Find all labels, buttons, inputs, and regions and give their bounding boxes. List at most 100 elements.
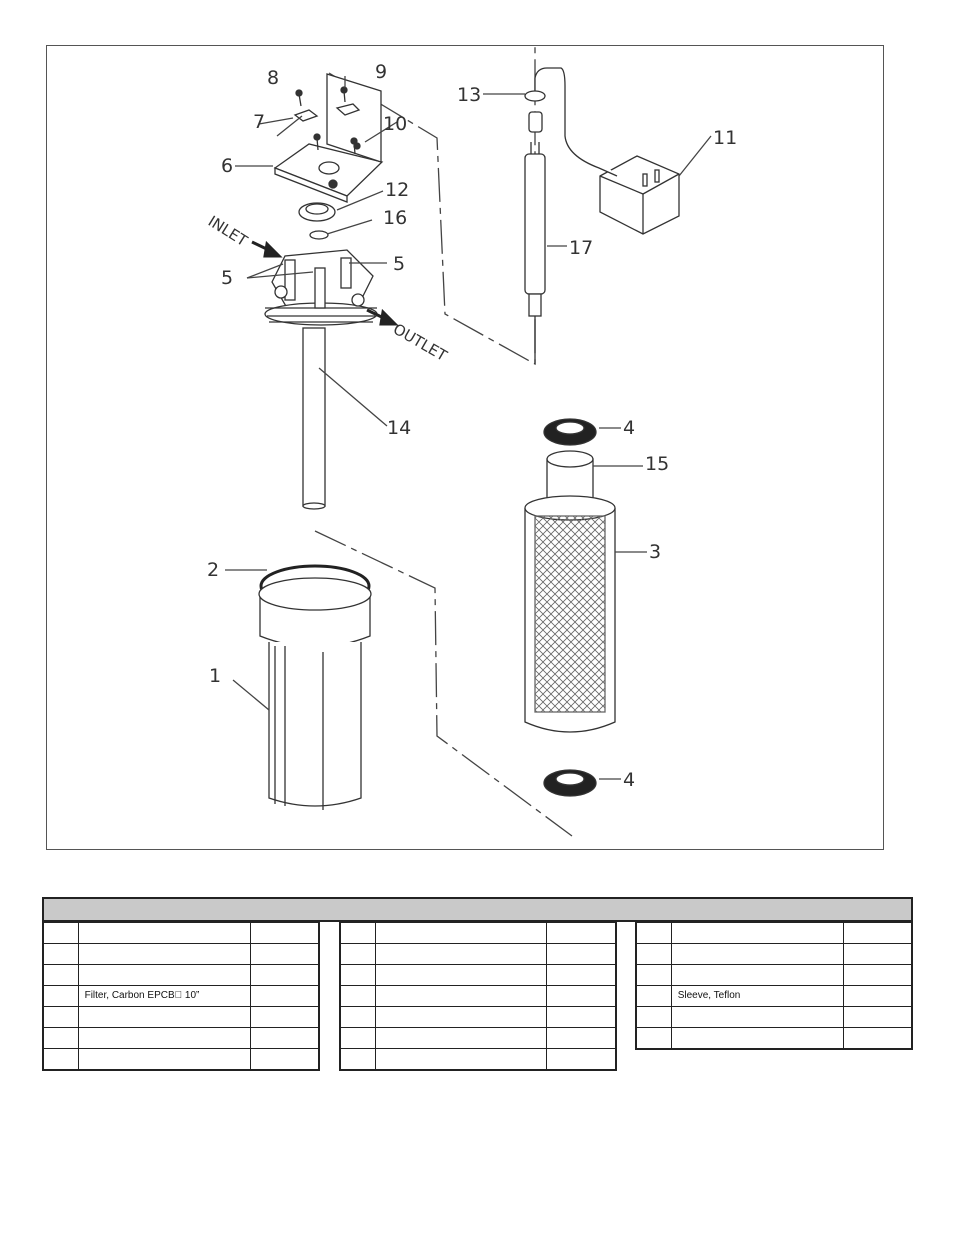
description-cell	[77, 964, 251, 986]
mounting-bracket	[273, 73, 384, 203]
callout-7: 7	[253, 111, 265, 133]
table-row	[42, 1048, 320, 1071]
item-number-cell	[42, 921, 79, 944]
part-number-cell	[546, 1048, 617, 1071]
callout-11: 11	[713, 127, 737, 149]
table-row	[42, 1027, 320, 1049]
part-number-cell	[249, 964, 320, 986]
callout-5-right: 5	[393, 253, 405, 275]
part-number-cell	[546, 985, 617, 1007]
callout-9: 9	[375, 61, 387, 83]
part-number-cell	[546, 943, 617, 965]
part-number-cell	[249, 1027, 320, 1049]
description-cell	[670, 921, 844, 944]
callout-4-top: 4	[623, 417, 635, 439]
item-number-cell	[339, 921, 376, 944]
table-row	[42, 964, 320, 986]
parts-column-2	[339, 921, 617, 1071]
screws-7-8-9-10	[293, 86, 361, 155]
callout-6: 6	[221, 155, 233, 177]
description-cell	[374, 921, 548, 944]
description-cell	[374, 985, 548, 1007]
table-row	[339, 1006, 617, 1028]
callout-1: 1	[209, 665, 221, 687]
table-row	[42, 943, 320, 965]
description-cell	[670, 943, 844, 965]
table-row	[42, 1006, 320, 1028]
description-cell	[374, 1006, 548, 1028]
item-number-cell	[635, 1006, 672, 1028]
flow-arrows	[251, 240, 399, 326]
part-number-cell	[842, 921, 913, 944]
description-cell	[77, 1027, 251, 1049]
table-row	[635, 1006, 913, 1028]
outlet-label: OUTLET	[390, 320, 451, 365]
callout-14: 14	[387, 417, 411, 439]
table-row: Filter, Carbon EPCB  10”	[42, 985, 320, 1007]
part-number-cell	[842, 1027, 913, 1050]
table-row	[339, 1027, 617, 1049]
part-number-cell	[249, 1048, 320, 1071]
parts-column-1: Filter, Carbon EPCB  10”	[42, 921, 320, 1071]
description-cell	[77, 1048, 251, 1071]
parts-table-title-bar	[42, 897, 913, 922]
item-number-cell	[42, 964, 79, 986]
filter-housing	[258, 564, 372, 810]
part-number-cell	[842, 964, 913, 986]
description-cell	[374, 964, 548, 986]
description-cell	[374, 1027, 548, 1049]
part-number-cell	[249, 921, 320, 944]
callout-13: 13	[457, 84, 481, 106]
carbon-cartridge	[524, 450, 616, 733]
part-number-cell	[546, 1006, 617, 1028]
diagram-svg: 1 2 3 4 4 5 5 6 7 8 9 10 11 12 13 14 15 …	[205, 46, 737, 837]
table-row	[339, 964, 617, 986]
description-cell	[77, 1006, 251, 1028]
table-row	[339, 943, 617, 965]
item-number-cell	[42, 1048, 79, 1071]
item-number-cell	[339, 1027, 376, 1049]
table-row	[339, 985, 617, 1007]
ring-12-16	[298, 202, 336, 240]
description-cell: Sleeve, Teflon	[670, 985, 844, 1007]
table-row	[635, 1027, 913, 1050]
item-number-cell	[339, 1006, 376, 1028]
item-number-cell	[42, 985, 79, 1007]
item-number-cell	[635, 985, 672, 1007]
exploded-diagram: 1 2 3 4 4 5 5 6 7 8 9 10 11 12 13 14 15 …	[46, 45, 884, 850]
table-row	[635, 921, 913, 944]
part-number-cell	[546, 921, 617, 944]
inlet-label: INLET	[205, 212, 251, 250]
item-number-cell	[42, 1006, 79, 1028]
callout-8: 8	[267, 67, 279, 89]
item-number-cell	[42, 943, 79, 965]
callout-15: 15	[645, 453, 669, 475]
uv-lamp	[524, 67, 618, 364]
callout-16: 16	[383, 207, 407, 229]
description-cell	[77, 943, 251, 965]
callout-12: 12	[385, 179, 409, 201]
table-row	[635, 964, 913, 986]
item-number-cell	[635, 964, 672, 986]
item-number-cell	[635, 1027, 672, 1050]
part-number-cell	[842, 985, 913, 1007]
description-cell	[670, 1006, 844, 1028]
callout-10: 10	[383, 113, 407, 135]
callout-4-bottom: 4	[623, 769, 635, 791]
description-cell	[670, 964, 844, 986]
gasket-bottom	[543, 769, 597, 797]
parts-column-3: Sleeve, Teflon	[635, 921, 913, 1050]
callout-3: 3	[649, 541, 661, 563]
item-number-cell	[339, 964, 376, 986]
callout-2: 2	[207, 559, 219, 581]
callout-5-left: 5	[221, 267, 233, 289]
item-number-cell	[339, 985, 376, 1007]
gasket-top	[543, 418, 597, 446]
callout-17: 17	[569, 237, 593, 259]
table-row	[339, 1048, 617, 1071]
part-number-cell	[249, 943, 320, 965]
description-cell	[374, 1048, 548, 1071]
item-number-cell	[635, 943, 672, 965]
description-cell	[374, 943, 548, 965]
table-row	[339, 921, 617, 944]
